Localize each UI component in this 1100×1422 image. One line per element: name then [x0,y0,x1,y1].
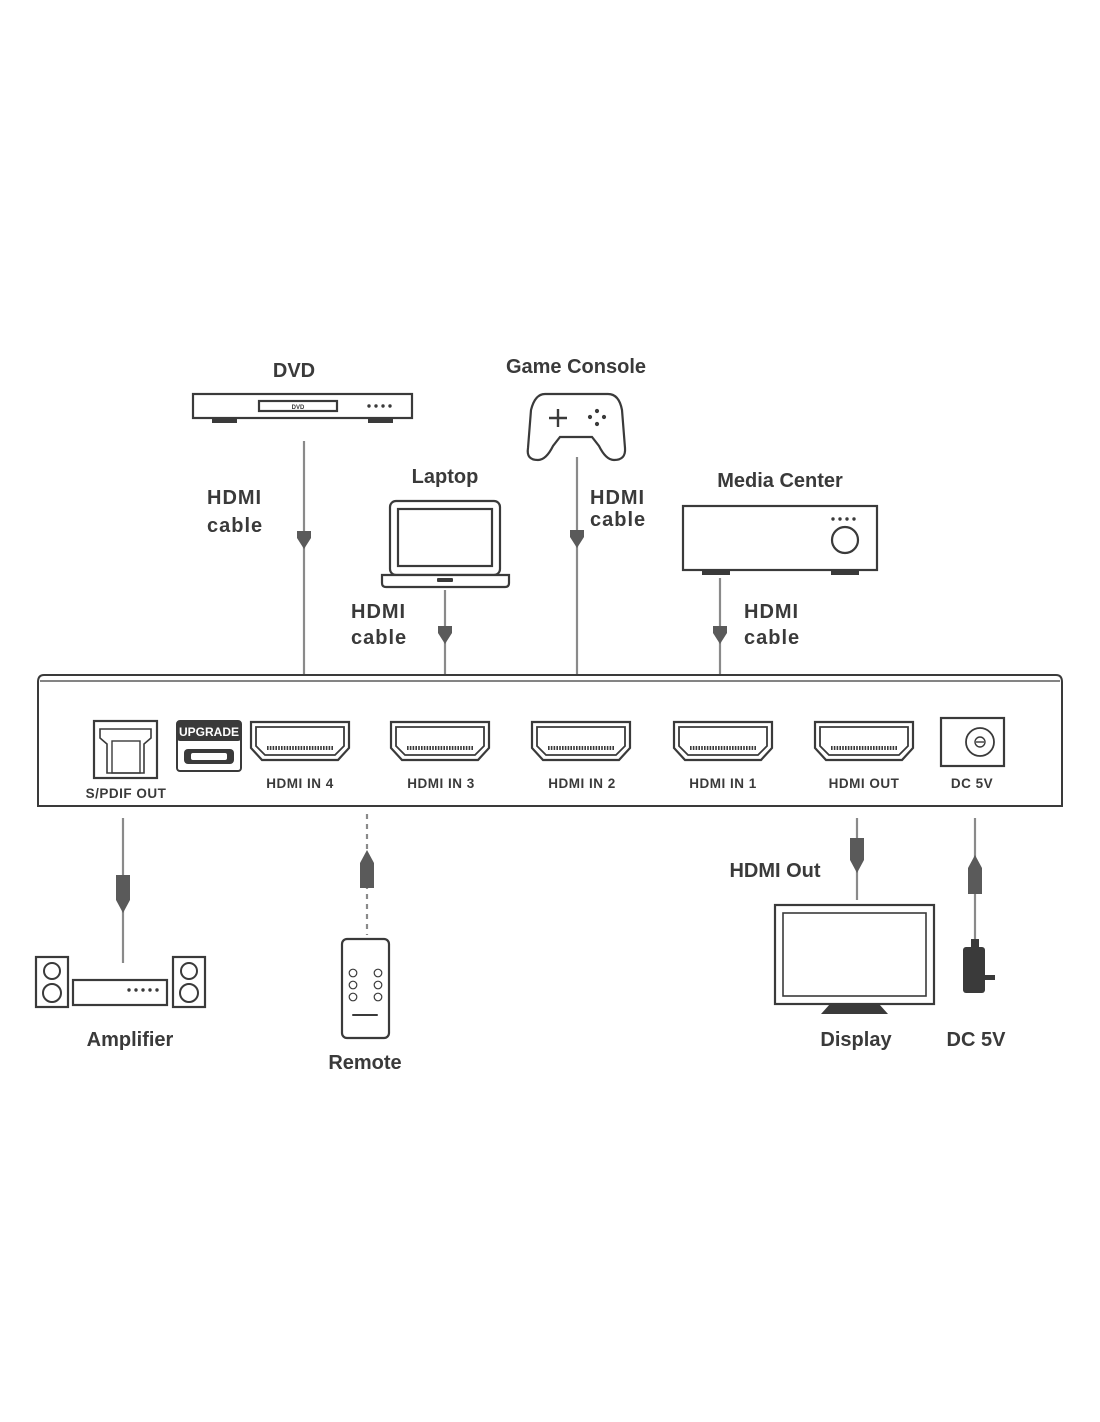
media-center-label: Media Center [717,470,843,492]
monitor-stand [821,1004,888,1014]
amplifier-body [71,978,169,1007]
volume-knob-icon [830,525,860,555]
display-label: Display [820,1029,892,1051]
hdmi-port-icon [530,720,632,762]
media-center-leds [831,517,856,521]
media-center-foot-right [831,570,859,575]
hdmi-out-label-text: HDMI Out [729,860,820,882]
laptop-touchpad [437,578,453,582]
remote-label: Remote [328,1052,401,1074]
laptop-label: Laptop [412,466,479,488]
remote-buttons [348,968,383,1002]
amplifier: Amplifier [34,955,207,1051]
game-console-cable-label: HDMI cable [590,487,646,531]
monitor-screen [782,912,927,997]
remote-logo [352,1014,378,1016]
power-label: DC 5V [947,1029,1007,1051]
dvd-buttons [367,404,392,408]
gamepad-buttons [587,408,607,427]
game-console: Game Console [506,356,646,462]
cable-label-line1: HDMI [351,601,406,623]
dvd-tray-label: DVD [292,405,305,411]
remote-arrow-icon [360,850,374,888]
hdmi-port-icon [389,720,491,762]
power-arrow-icon [968,855,982,894]
hdmi-in-4-label: HDMI IN 4 [266,776,334,791]
hdmi-out-label: HDMI OUT [829,776,900,791]
cable-label-line1: HDMI [207,487,262,509]
dpad-icon [549,409,567,427]
cable-label-line1: HDMI [590,487,645,509]
power-adapter: DC 5V [947,939,1007,1051]
media-center: Media Center [681,470,879,575]
hdmi-port-icon [813,720,915,762]
laptop-arrow-icon [438,626,452,644]
hdmi-in-3-port: HDMI IN 3 [389,720,491,791]
input-connections [297,441,727,675]
gamepad-icon [526,392,627,462]
upgrade-port: UPGRADE [176,720,242,772]
hdmi-in-2-label: HDMI IN 2 [548,776,616,791]
hdmi-in-1-port: HDMI IN 1 [672,720,774,791]
dvd-cable-label: HDMI cable [207,487,263,537]
hdmi-switch: S/PDIF OUT UPGRADE HDMI IN 4 HDMI IN 3 [37,674,1063,807]
power-adapter-icon [963,947,985,993]
game-console-label: Game Console [506,356,646,378]
media-center-arrow-icon [713,626,727,644]
dvd-foot-left [212,418,237,423]
amplifier-arrow-icon [116,875,130,913]
hdmi-in-3-label: HDMI IN 3 [407,776,475,791]
cable-label-line2: cable [207,515,263,537]
upgrade-label: UPGRADE [179,725,239,739]
cable-label-line1: HDMI [744,601,799,623]
remote: Remote [328,937,402,1074]
remote-control-icon [340,937,391,1040]
output-connections [116,814,982,963]
hdmi-in-4-port: HDMI IN 4 [249,720,351,791]
spdif-port-icon [99,728,152,774]
spdif-port: S/PDIF OUT [86,719,167,801]
game-console-arrow-icon [570,530,584,548]
cable-label-line2: cable [744,627,800,649]
laptop-screen [396,507,494,568]
laptop-cable-label: HDMI cable [351,601,407,649]
dvd-player: DVD DVD [191,360,414,423]
display-arrow-icon [850,838,864,873]
spdif-port-label: S/PDIF OUT [86,786,167,801]
dc-jack-icon [965,727,995,757]
dc-port-label: DC 5V [951,776,993,791]
cable-label-line2: cable [351,627,407,649]
cable-label-line2: cable [590,509,646,531]
dvd-tray [257,399,339,413]
speaker-left-icon [34,955,70,1009]
hdmi-port-icon [249,720,351,762]
dc-port: DC 5V [939,716,1006,791]
spdif-port-frame [92,719,159,780]
hdmi-port-icon [672,720,774,762]
amplifier-leds [127,988,159,992]
laptop: Laptop [380,466,511,589]
amplifier-label: Amplifier [87,1029,174,1051]
hdmi-out-port: HDMI OUT [813,720,915,791]
adapter-prong [983,975,995,980]
dvd-foot-right [368,418,393,423]
hdmi-in-1-label: HDMI IN 1 [689,776,757,791]
dvd-label: DVD [273,360,315,382]
monitor-icon [773,903,936,1006]
display: Display [773,903,936,1051]
media-center-cable-label: HDMI cable [744,601,800,649]
speaker-right-icon [171,955,207,1009]
dvd-arrow-icon [297,531,311,549]
hdmi-in-2-port: HDMI IN 2 [530,720,632,791]
adapter-cable-end [971,939,979,949]
media-center-foot-left [702,570,730,575]
